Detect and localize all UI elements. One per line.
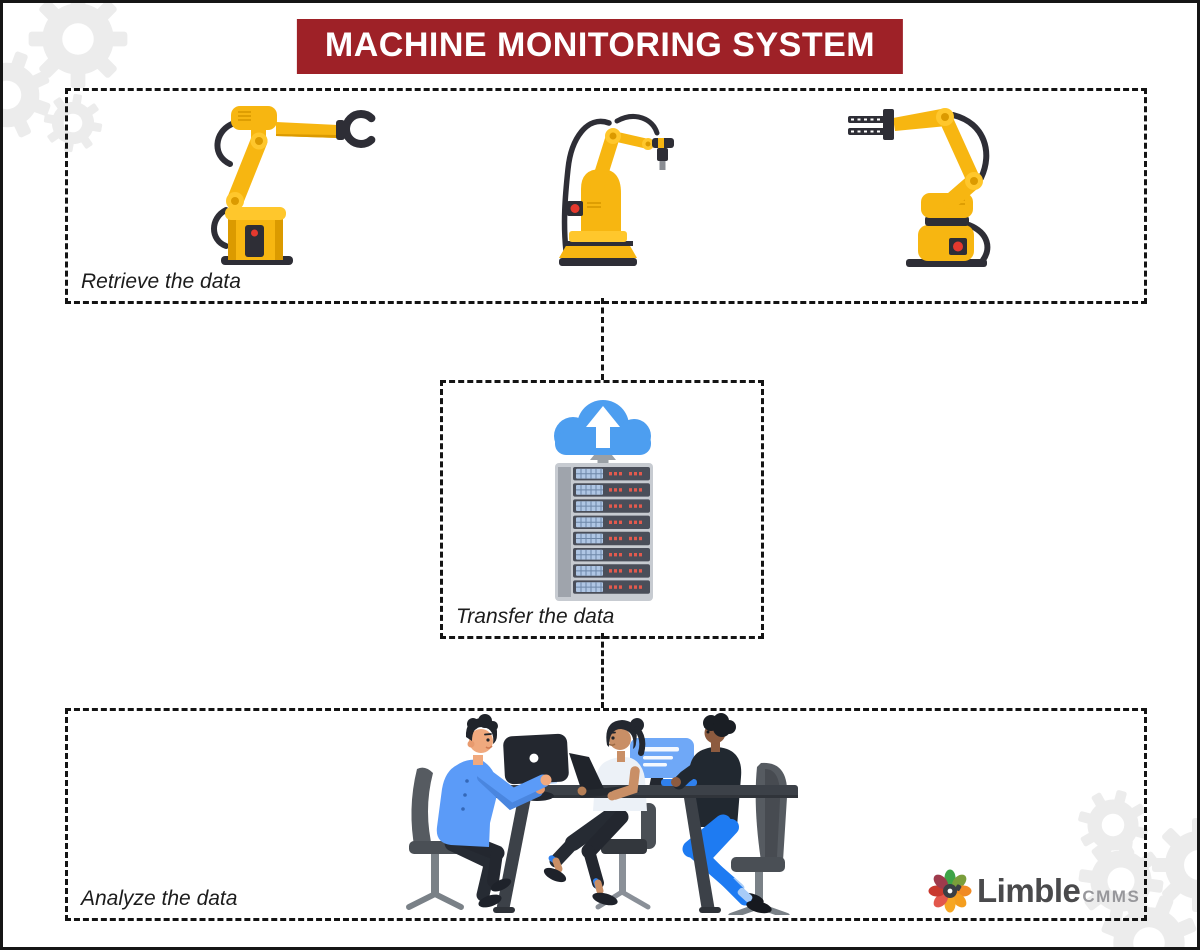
- limble-logo-icon: [928, 869, 972, 913]
- title-banner: MACHINE MONITORING SYSTEM: [296, 19, 904, 74]
- team-analyzing-illustration: [406, 713, 798, 915]
- section-box-analyze: Analyze the data: [65, 708, 1147, 921]
- logo-suffix: CMMS: [1082, 887, 1141, 906]
- section-box-transfer: Transfer the data: [440, 380, 764, 639]
- woman-hand-back: [577, 786, 587, 796]
- cloud-server-group: [554, 400, 653, 601]
- robot-arm-fork-icon: [848, 108, 991, 267]
- robot-arm-welder-icon: [559, 114, 674, 266]
- page-title: MACHINE MONITORING SYSTEM: [324, 26, 876, 64]
- right-man-arm: [672, 754, 714, 790]
- section-label-analyze: Analyze the data: [81, 887, 238, 910]
- robot-arm-gripper-icon: [211, 106, 380, 265]
- person-left-man: [436, 714, 552, 908]
- office-chair-middle: [595, 803, 656, 910]
- section-label-transfer: Transfer the data: [456, 605, 615, 628]
- connector-transfer-analyze: [601, 633, 604, 708]
- woman-front-arm: [610, 766, 640, 800]
- section-label-retrieve: Retrieve the data: [81, 270, 241, 293]
- cloud-upload-icon: [554, 400, 651, 455]
- woman-hand: [607, 791, 617, 801]
- connector-retrieve-transfer: [601, 298, 604, 380]
- logo-name: Limble: [977, 872, 1081, 909]
- section-box-retrieve: Retrieve the data: [65, 88, 1147, 304]
- right-man-hand: [671, 777, 681, 787]
- server-rack-icon: [555, 463, 653, 601]
- limble-cmms-logo: Limble CMMS: [928, 869, 1140, 913]
